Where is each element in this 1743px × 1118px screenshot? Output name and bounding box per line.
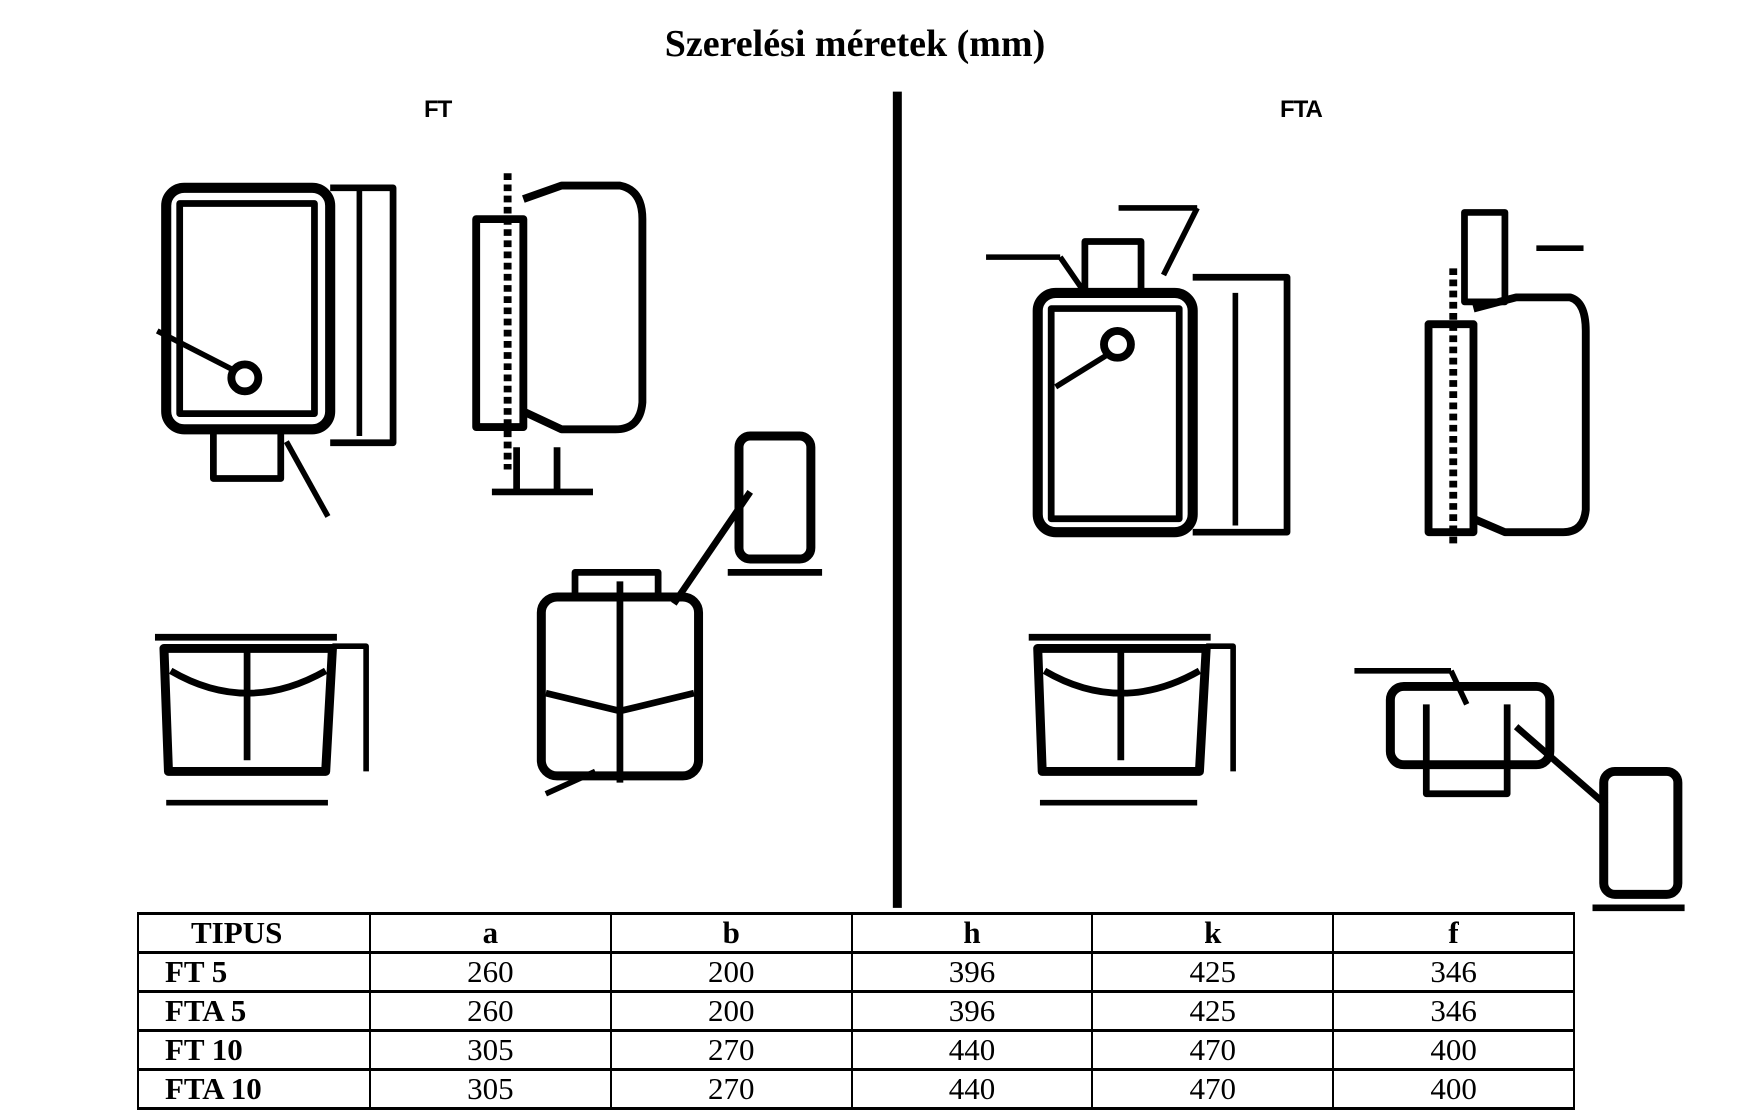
fta-bracket-view xyxy=(1354,668,1685,912)
header-b: b xyxy=(609,912,853,954)
fta-front-view xyxy=(986,205,1291,538)
header-tipus: TIPUS xyxy=(137,912,371,954)
cell-k: 425 xyxy=(1091,990,1335,1032)
cell-type: FTA 5 xyxy=(137,990,371,1032)
cell-h: 440 xyxy=(850,1068,1094,1110)
header-f: f xyxy=(1332,912,1575,954)
cell-type: FTA 10 xyxy=(137,1068,371,1110)
cell-b: 270 xyxy=(609,1068,853,1110)
cell-f: 400 xyxy=(1332,1068,1575,1110)
cell-h: 440 xyxy=(850,1029,1094,1071)
ft-bracket-view xyxy=(536,431,823,797)
cell-k: 425 xyxy=(1091,951,1335,993)
header-h: h xyxy=(850,912,1094,954)
header-a: a xyxy=(369,912,612,954)
header-k: k xyxy=(1091,912,1335,954)
page-title: Szerelési méretek (mm) xyxy=(664,23,1046,65)
cell-k: 470 xyxy=(1091,1068,1335,1110)
table-row: FTA 5 260 200 396 425 346 xyxy=(137,990,1575,1032)
cell-a: 260 xyxy=(369,951,612,993)
cell-a: 305 xyxy=(369,1029,612,1071)
cell-f: 346 xyxy=(1332,990,1575,1032)
cell-f: 400 xyxy=(1332,1029,1575,1071)
cell-a: 260 xyxy=(369,990,612,1032)
cell-type: FT 5 xyxy=(137,951,371,993)
ft-front-view xyxy=(155,182,397,518)
cell-h: 396 xyxy=(850,951,1094,993)
cell-h: 396 xyxy=(850,990,1094,1032)
cell-b: 200 xyxy=(609,951,853,993)
ft-top-view xyxy=(154,633,369,806)
cell-a: 305 xyxy=(369,1068,612,1110)
dimensions-table: TIPUS a b h k f FT 5 260 200 396 425 346… xyxy=(137,912,1575,1110)
section-label-ft: FT xyxy=(424,96,452,123)
ft-side-view xyxy=(472,173,647,496)
table-row: FT 5 260 200 396 425 346 xyxy=(137,951,1575,993)
table-header-row: TIPUS a b h k f xyxy=(137,912,1575,954)
table-row: FTA 10 305 270 440 470 400 xyxy=(137,1068,1575,1110)
table-row: FT 10 305 270 440 470 400 xyxy=(137,1029,1575,1071)
cell-b: 200 xyxy=(609,990,853,1032)
cell-k: 470 xyxy=(1091,1029,1335,1071)
cell-f: 346 xyxy=(1332,951,1575,993)
cell-b: 270 xyxy=(609,1029,853,1071)
section-label-fta: FTA xyxy=(1280,96,1323,123)
cell-type: FT 10 xyxy=(137,1029,371,1071)
fta-side-view xyxy=(1424,209,1590,548)
fta-top-view xyxy=(1028,633,1236,806)
